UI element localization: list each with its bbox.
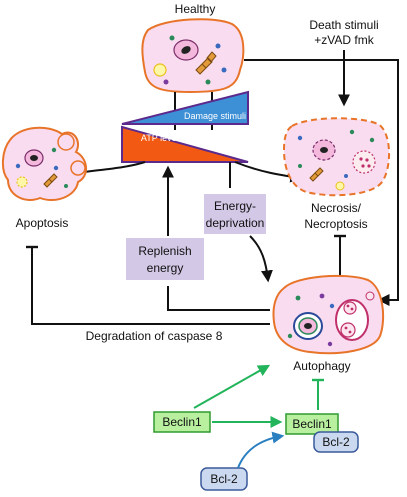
bcl2-complex-box [313, 431, 359, 453]
healthy-to-autophagy-arrow [244, 59, 399, 306]
energy-deprivation-arrow [249, 235, 273, 283]
replenish-label-1: Replenish [138, 244, 191, 258]
atp-levels-label: ATP levels [141, 133, 184, 143]
necrosis-label: Necrosis/ [311, 201, 362, 215]
autophagic-cell [272, 274, 385, 355]
bcl2-free-label: Bcl-2 [210, 472, 238, 486]
death-stimuli-label: Death stimuli [309, 18, 378, 32]
beclin1-free-box [153, 411, 211, 433]
beclin1-complex-label: Beclin1 [292, 417, 332, 431]
damage-stimuli-label: Damage stimuli [184, 111, 246, 121]
golgi-icon [43, 173, 58, 188]
replenish-line [167, 286, 270, 311]
bcl2-free-box [200, 467, 248, 491]
necroptosis-label: Necroptosis [304, 217, 367, 231]
healthy-cell [141, 18, 245, 94]
swollen-organelle-icon [352, 150, 376, 174]
zvad-label: +zVAD fmk [314, 33, 374, 47]
energy-deprivation-box [204, 194, 266, 234]
bcl2-binding-arrow [237, 431, 285, 469]
vesicle-icon [16, 176, 28, 188]
necrotic-cell [282, 117, 391, 197]
damage-stimuli-wedge: Damage stimuli [121, 90, 249, 125]
replenish-energy-box [126, 238, 204, 280]
golgi-icon [309, 167, 324, 182]
energy-deprivation-label-1: Energy- [214, 199, 256, 213]
degradation-inhibition-line [31, 248, 270, 325]
vesicle-icon [153, 63, 167, 77]
apoptotic-cell [2, 126, 87, 201]
bcl2-complex-label: Bcl-2 [322, 435, 350, 449]
beclin1-complex-box [285, 413, 339, 435]
autophagy-label: Autophagy [293, 359, 350, 373]
beclin1-free-label: Beclin1 [162, 415, 202, 429]
degradation-label: Degradation of caspase 8 [86, 329, 223, 343]
replenish-label-2: energy [147, 261, 184, 275]
energy-deprivation-label-2: deprivation [206, 216, 265, 230]
atp-levels-wedge: ATP levels [121, 125, 249, 163]
healthy-label: Healthy [175, 2, 216, 16]
beclin1-activates-autophagy-arrow [193, 364, 271, 409]
golgi-icon [195, 51, 217, 75]
apoptosis-label: Apoptosis [16, 216, 69, 230]
vesicle-icon [335, 181, 345, 191]
